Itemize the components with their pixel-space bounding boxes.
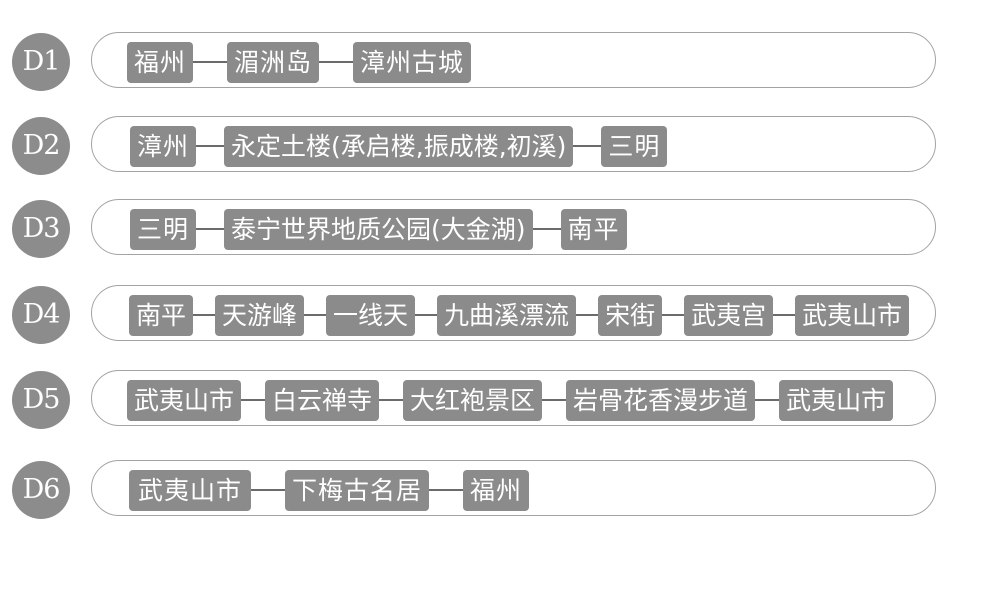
stop-item: 漳州古城 (353, 41, 472, 83)
stop-connector (755, 399, 780, 401)
stop-connector (193, 314, 216, 316)
stop-list-4: 南平 天游峰 一线天 九曲溪漂流 宋街 武夷宫 武夷山市 (129, 293, 910, 337)
day-badge-5: D5 (12, 371, 70, 429)
day-row-1: D1 福州 湄洲岛 漳州古城 (0, 32, 1006, 92)
stop-item: 武夷山市 (795, 294, 910, 336)
stop-connector (241, 399, 266, 401)
stop-item: 福州 (463, 469, 530, 511)
stop-item: 岩骨花香漫步道 (566, 379, 756, 421)
stop-connector (251, 489, 286, 491)
stop-item: 武夷山市 (129, 469, 252, 511)
day-row-2: D2 漳州 永定土楼(承启楼,振成楼,初溪) 三明 (0, 116, 1006, 176)
stop-item: 天游峰 (215, 294, 305, 336)
stop-connector (773, 314, 796, 316)
stop-connector (429, 489, 464, 491)
stop-item: 白云禅寺 (265, 379, 380, 421)
day-badge-4: D4 (12, 286, 70, 344)
stop-connector (193, 61, 228, 63)
stop-connector (573, 145, 602, 147)
day-badge-1: D1 (12, 33, 70, 91)
stop-item: 一线天 (326, 294, 416, 336)
day-badge-3: D3 (12, 200, 70, 258)
stop-connector (576, 314, 599, 316)
day-badge-2: D2 (12, 117, 70, 175)
stop-list-5: 武夷山市 白云禅寺 大红袍景区 岩骨花香漫步道 武夷山市 (127, 378, 894, 422)
day-row-5: D5 武夷山市 白云禅寺 大红袍景区 岩骨花香漫步道 武夷山市 (0, 370, 1006, 430)
stop-connector (532, 228, 561, 230)
day-badge-6: D6 (12, 461, 70, 519)
stop-item: 武夷宫 (684, 294, 774, 336)
stop-item: 武夷山市 (127, 379, 242, 421)
stop-connector (662, 314, 685, 316)
stop-item: 九曲溪漂流 (437, 294, 577, 336)
stop-connector (542, 399, 567, 401)
stop-list-1: 福州 湄洲岛 漳州古城 (127, 40, 472, 84)
stop-item: 南平 (560, 208, 627, 250)
stop-item: 三明 (601, 125, 668, 167)
stop-list-3: 三明 泰宁世界地质公园(大金湖) 南平 (130, 207, 627, 251)
stop-list-6: 武夷山市 下梅古名居 福州 (129, 468, 530, 512)
stop-item: 泰宁世界地质公园(大金湖) (224, 208, 533, 250)
stop-item: 漳州 (130, 125, 197, 167)
day-row-4: D4 南平 天游峰 一线天 九曲溪漂流 宋街 武夷宫 武夷山市 (0, 285, 1006, 345)
stop-item: 大红袍景区 (403, 379, 543, 421)
day-row-3: D3 三明 泰宁世界地质公园(大金湖) 南平 (0, 199, 1006, 259)
stop-connector (304, 314, 327, 316)
stop-connector (196, 228, 225, 230)
stop-item: 南平 (129, 294, 194, 336)
stop-item: 下梅古名居 (285, 469, 430, 511)
stop-item: 永定土楼(承启楼,振成楼,初溪) (224, 125, 574, 167)
stop-connector (379, 399, 404, 401)
stop-connector (196, 145, 225, 147)
stop-item: 湄洲岛 (227, 41, 320, 83)
stop-connector (319, 61, 354, 63)
stop-item: 武夷山市 (779, 379, 894, 421)
stop-list-2: 漳州 永定土楼(承启楼,振成楼,初溪) 三明 (130, 124, 668, 168)
stop-item: 福州 (127, 41, 194, 83)
day-row-6: D6 武夷山市 下梅古名居 福州 (0, 460, 1006, 520)
stop-connector (415, 314, 438, 316)
stop-item: 三明 (130, 208, 197, 250)
stop-item: 宋街 (598, 294, 663, 336)
